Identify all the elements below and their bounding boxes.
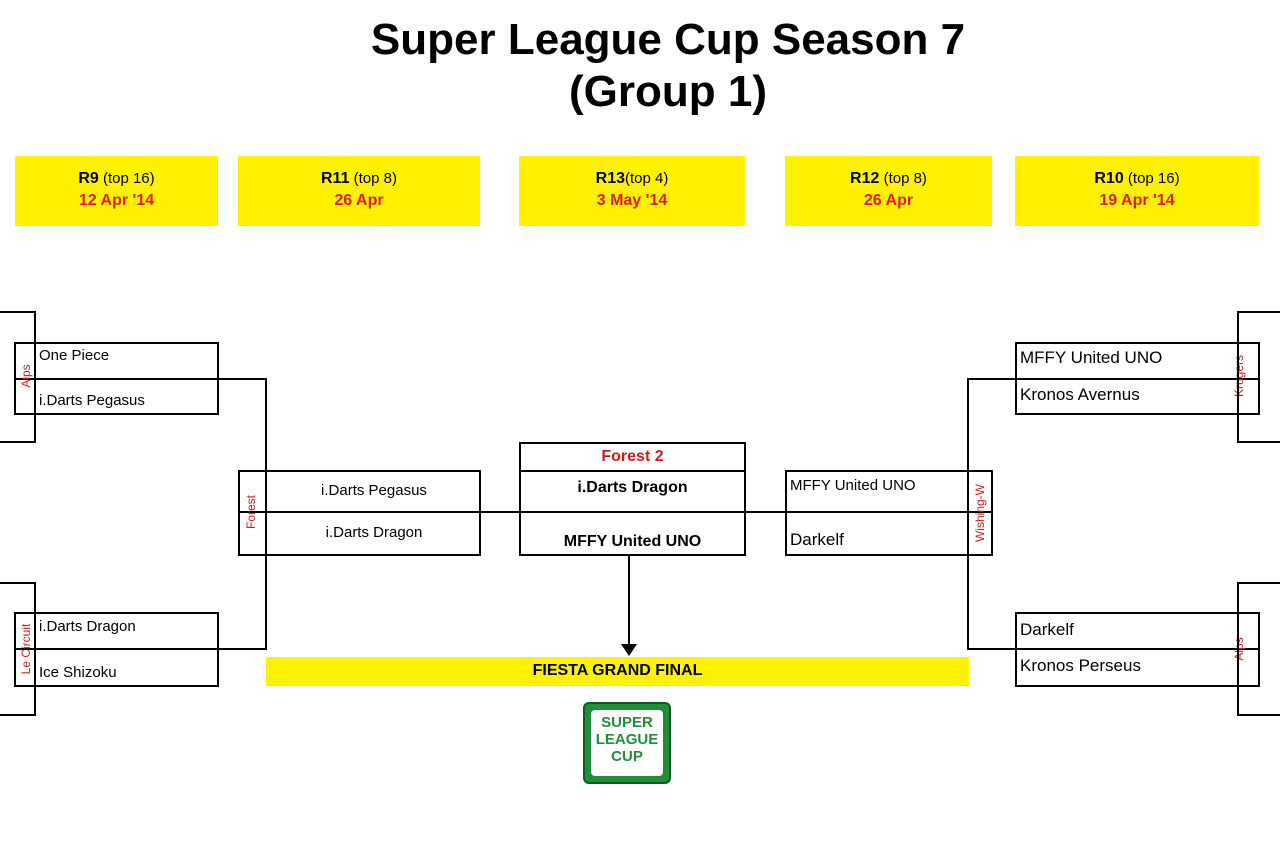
venue-label: Forest 2	[601, 448, 664, 465]
match-box-center	[519, 442, 746, 556]
team-name: i.Darts Dragon	[39, 618, 136, 635]
round-label: R11	[321, 170, 350, 187]
logo-text: LEAGUE	[595, 731, 659, 748]
round-label: R12	[850, 170, 880, 187]
title-line-1: Super League Cup Season 7	[370, 15, 966, 64]
venue-label: Alps	[19, 364, 33, 388]
arrow-down-icon	[621, 644, 637, 656]
grand-final-banner: FIESTA GRAND FINAL	[266, 657, 969, 686]
venue-label: Krugers	[1232, 354, 1246, 398]
team-name: MFFY United UNO	[1020, 348, 1163, 367]
team-name: MFFY United UNO	[563, 533, 702, 550]
round-header-r9: R9 (top 16) 12 Apr '14	[15, 156, 218, 226]
round-date: 12 Apr '14	[78, 192, 155, 209]
match-box-right-semi	[785, 470, 993, 556]
round-label: R10	[1094, 170, 1124, 187]
super-league-cup-logo: SUPER LEAGUE CUP	[583, 702, 671, 784]
round-header-r10: R10 (top 16) 19 Apr '14	[1015, 156, 1259, 226]
logo-text: CUP	[611, 748, 643, 765]
round-note: (top 8)	[349, 170, 397, 187]
title-line-2: (Group 1)	[569, 67, 767, 116]
round-note: (top 4)	[625, 170, 669, 187]
round-note: (top 16)	[98, 170, 155, 187]
team-name: i.Darts Dragon	[325, 524, 423, 541]
team-name: MFFY United UNO	[790, 477, 916, 494]
team-name: i.Darts Dragon	[577, 479, 688, 496]
round-note: (top 8)	[879, 170, 927, 187]
team-name: i.Darts Pegasus	[39, 392, 145, 409]
round-date: 26 Apr	[863, 192, 914, 209]
round-date: 19 Apr '14	[1099, 192, 1175, 209]
page-title: Super League Cup Season 7 (Group 1)	[0, 14, 1280, 118]
team-name: Ice Shizoku	[39, 664, 117, 681]
round-header-r11: R11 (top 8) 26 Apr	[238, 156, 480, 226]
venue-label: Forest	[244, 495, 258, 530]
round-label: R13	[595, 170, 625, 187]
round-label: R9	[78, 170, 99, 187]
round-header-r12: R12 (top 8) 26 Apr	[785, 156, 992, 226]
venue-label: Alps	[1232, 637, 1246, 661]
venue-label: Le Circuit	[19, 623, 33, 675]
match-box-left-semi	[238, 470, 481, 556]
round-date: 3 May '14	[596, 192, 668, 209]
team-name: i.Darts Pegasus	[321, 482, 427, 499]
team-name: Kronos Perseus	[1020, 656, 1141, 675]
team-name: One Piece	[39, 347, 110, 364]
venue-label: Wishing-W	[973, 484, 987, 543]
team-name: Darkelf	[790, 530, 844, 549]
round-header-r13: R13(top 4) 3 May '14	[519, 156, 745, 226]
round-note: (top 16)	[1123, 170, 1180, 187]
team-name: Kronos Avernus	[1020, 385, 1140, 404]
round-date: 26 Apr	[334, 192, 384, 209]
logo-text: SUPER	[601, 714, 653, 731]
team-name: Darkelf	[1020, 620, 1074, 639]
